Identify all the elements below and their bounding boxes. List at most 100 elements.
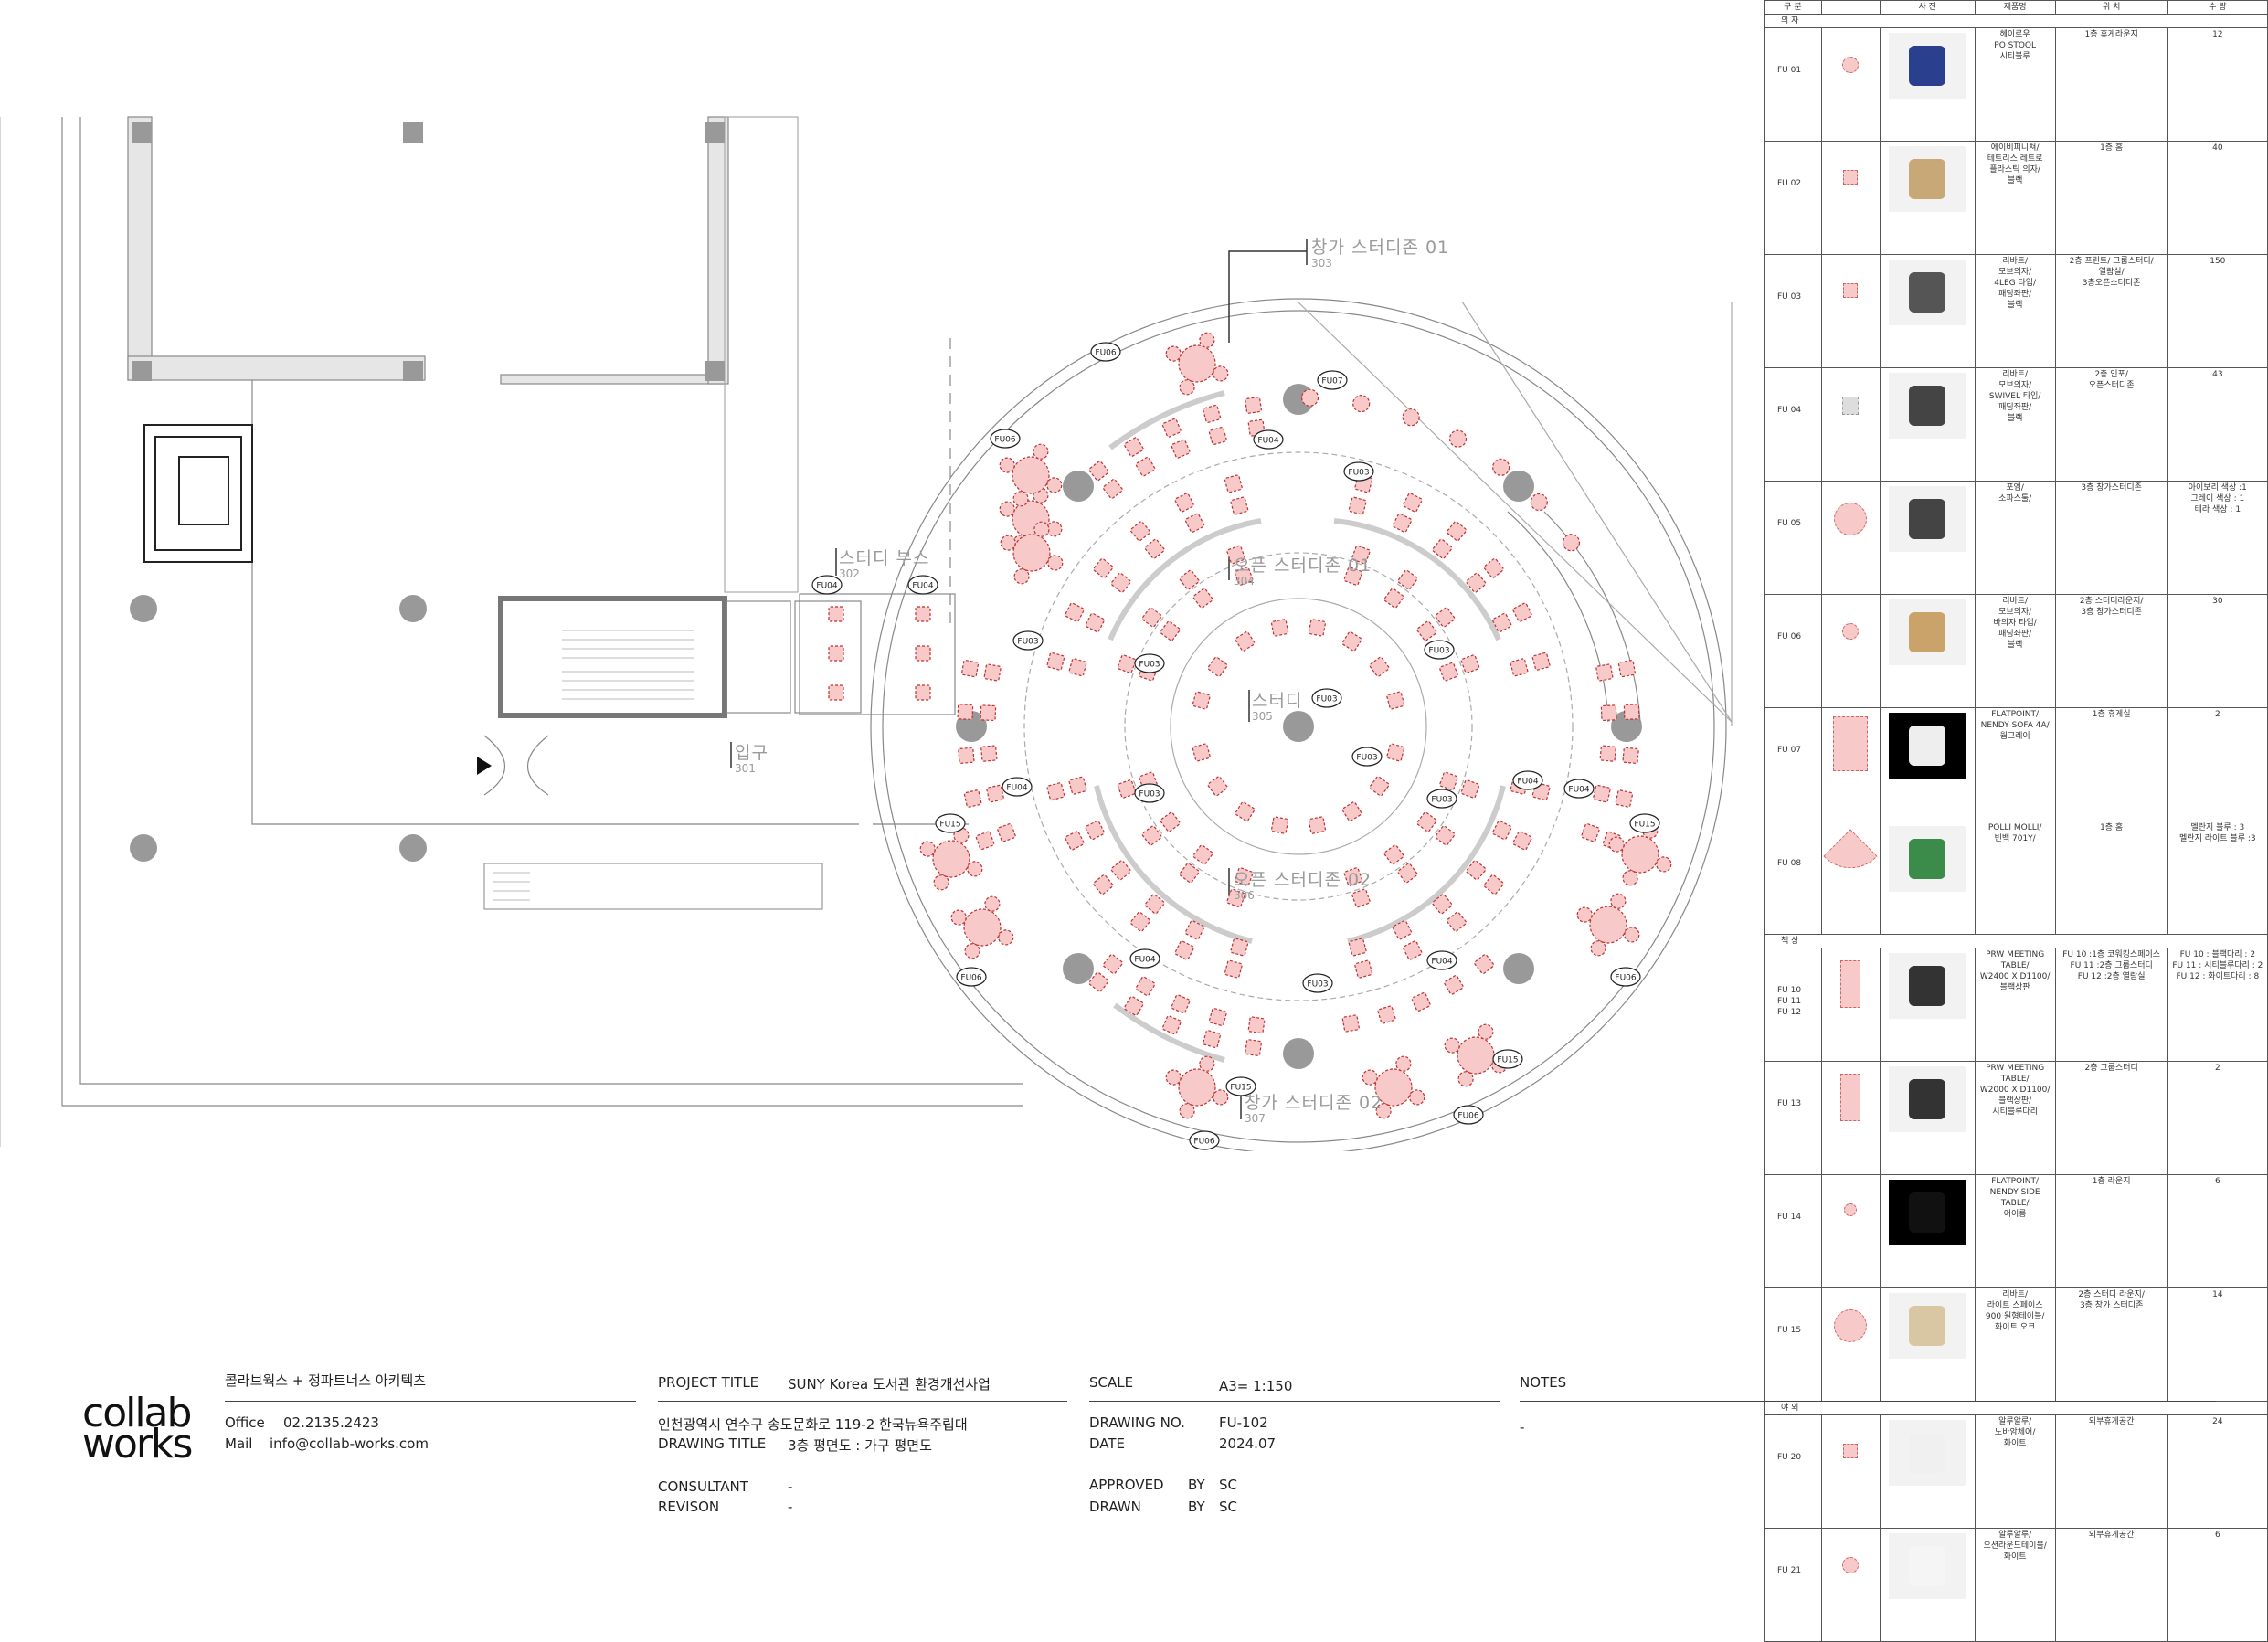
chair-symbol — [1135, 456, 1156, 477]
chair-symbol — [1492, 820, 1512, 841]
furniture-tag: FU15 — [1225, 1076, 1256, 1096]
square-columns — [132, 122, 725, 381]
round-seat — [950, 909, 967, 926]
symbol-cell — [1820, 254, 1881, 368]
revision-value: - — [788, 1499, 793, 1515]
chair-symbol — [1171, 439, 1191, 459]
product-photo — [1889, 260, 1966, 325]
mail-address: info@collab-works.com — [270, 1435, 429, 1452]
furniture-tag: FU04 — [1426, 950, 1457, 970]
tag-label: FU06 — [1457, 1112, 1478, 1121]
furniture-tag: FU03 — [1302, 973, 1333, 993]
chair-seat — [1135, 456, 1156, 477]
chair-symbol — [980, 745, 998, 762]
chair-seat — [1245, 397, 1262, 414]
chair-seat — [1383, 844, 1404, 865]
product-name: 리바트/ 모브의자/ SWIVEL 타입/ 패딩좌판/ 블랙 — [1974, 367, 2056, 482]
chair-symbol — [1308, 619, 1327, 637]
tag-bubble — [1129, 948, 1160, 969]
chair-seat — [1129, 911, 1150, 932]
chair-seat — [1383, 588, 1404, 609]
furniture-symbol — [1823, 829, 1878, 884]
quantity: 150 — [2167, 254, 2268, 368]
section-label: 책 상 — [1764, 934, 2268, 948]
chair-symbol — [1207, 656, 1228, 677]
chair-symbol — [1386, 691, 1405, 710]
chair-seat — [1110, 572, 1131, 593]
chair-symbol — [1208, 427, 1227, 445]
round-seat — [932, 840, 970, 878]
chair-seat — [828, 684, 844, 701]
chair-symbol — [1343, 567, 1363, 586]
chair-seat — [1085, 820, 1105, 841]
chair-symbol — [1483, 874, 1504, 895]
round-seat — [1047, 555, 1064, 571]
round-seat — [1624, 927, 1640, 943]
chair-symbol — [1245, 397, 1262, 414]
chair-symbol — [975, 831, 995, 851]
furniture-layer — [828, 332, 1672, 1119]
quantity: 2 — [2167, 1061, 2268, 1175]
product-photo — [1889, 1533, 1966, 1599]
round-seat — [1046, 477, 1063, 493]
furniture-tag: FU15 — [935, 813, 966, 833]
location: 1층 홈 — [2054, 141, 2168, 255]
chair-symbol — [1234, 867, 1254, 886]
chair-seat — [1102, 954, 1123, 975]
round-seat — [1374, 1068, 1413, 1107]
furniture-tag: FU03 — [1426, 789, 1457, 809]
chair-symbol — [983, 663, 1002, 682]
furniture-symbol — [1842, 397, 1860, 415]
tag-bubble — [1629, 813, 1660, 833]
chair-symbol — [1447, 521, 1468, 542]
furniture-symbol — [1843, 283, 1859, 298]
product-name: 알루알루/ 오션라운드테이블/ 화이트 — [1974, 1528, 2056, 1642]
chair-symbol — [1416, 811, 1437, 832]
chair-seat — [1224, 959, 1243, 979]
mail-label: Mail — [225, 1435, 253, 1452]
chair-symbol — [915, 606, 931, 622]
chair-seat — [997, 822, 1016, 842]
quantity: 30 — [2167, 594, 2268, 708]
chair-symbol — [1351, 545, 1371, 565]
chair-symbol — [1160, 811, 1181, 832]
location: 1층 휴게실 — [2054, 707, 2168, 821]
chair-symbol — [1377, 1005, 1396, 1024]
furniture-symbol — [1842, 623, 1860, 640]
drawing-no-label: DRAWING NO. — [1089, 1414, 1185, 1431]
chair-symbol — [1093, 557, 1114, 578]
chair-symbol — [1383, 844, 1404, 865]
photo-cell — [1879, 481, 1976, 595]
chair-symbol — [915, 645, 931, 662]
chair-symbol — [1135, 976, 1156, 997]
tag-label: FU04 — [1568, 786, 1589, 795]
chair-seat — [1144, 538, 1165, 559]
furniture-tag: FU04 — [907, 575, 938, 595]
chair-symbol — [1046, 652, 1065, 671]
chair-seat — [957, 704, 974, 720]
tag-bubble — [990, 429, 1021, 449]
chair-seat — [915, 606, 931, 622]
round-seat — [1179, 1103, 1195, 1119]
tag-bubble — [1512, 770, 1543, 790]
chair-seat — [1460, 654, 1480, 673]
tag-label: FU03 — [1139, 661, 1160, 670]
chair-symbol — [1141, 825, 1162, 846]
project-address: 인천광역시 연수구 송도문화로 119-2 한국뉴욕주립대 — [658, 1416, 968, 1433]
furniture-tag: FU03 — [1134, 653, 1165, 673]
chair-symbol — [1623, 704, 1640, 720]
item-code: FU 10 FU 11 FU 12 — [1764, 948, 1822, 1062]
chair-symbol — [1144, 538, 1165, 559]
product-name: POLLI MOLLI/ 빈백 701Y/ — [1974, 821, 2056, 935]
chair-seat — [1270, 619, 1289, 637]
chair-seat — [1192, 844, 1213, 865]
quantity: 멜란지 블루 : 3 멜란지 라이트 블루 :3 — [2167, 821, 2268, 935]
